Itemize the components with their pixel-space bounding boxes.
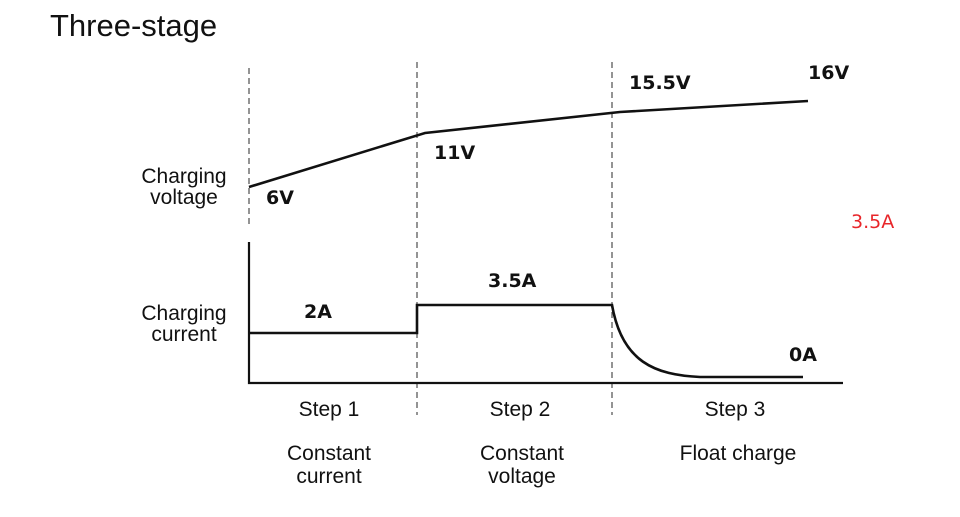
current-axis-label-line1: Charging [141,302,226,325]
voltage-axis-label-line2: voltage [150,186,218,209]
current-end-label: 0A [789,344,817,366]
side-note-label: 3.5A [851,211,894,233]
voltage-step1-label: 11V [434,142,475,164]
current-axes [247,242,843,385]
step3-name: Step 3 [705,398,766,421]
step2-mode-line1: Constant [480,442,564,465]
current-step1-label: 2A [304,301,332,323]
step1-mode-line2: current [296,465,362,488]
current-curve [249,303,803,379]
step2-name: Step 2 [490,398,551,421]
voltage-curve [248,99,809,189]
voltage-step2-label: 15.5V [629,72,691,94]
voltage-start-label: 6V [266,187,294,209]
step1-mode-line1: Constant [287,442,371,465]
step2-mode-line2: voltage [488,465,556,488]
diagram-title: Three-stage [50,8,217,43]
step3-mode: Float charge [680,442,797,465]
current-step2-label: 3.5A [488,270,537,292]
current-axis-label-line2: current [151,323,217,346]
step1-name: Step 1 [299,398,360,421]
voltage-axis-label-line1: Charging [141,165,226,188]
voltage-end-label: 16V [808,62,849,84]
